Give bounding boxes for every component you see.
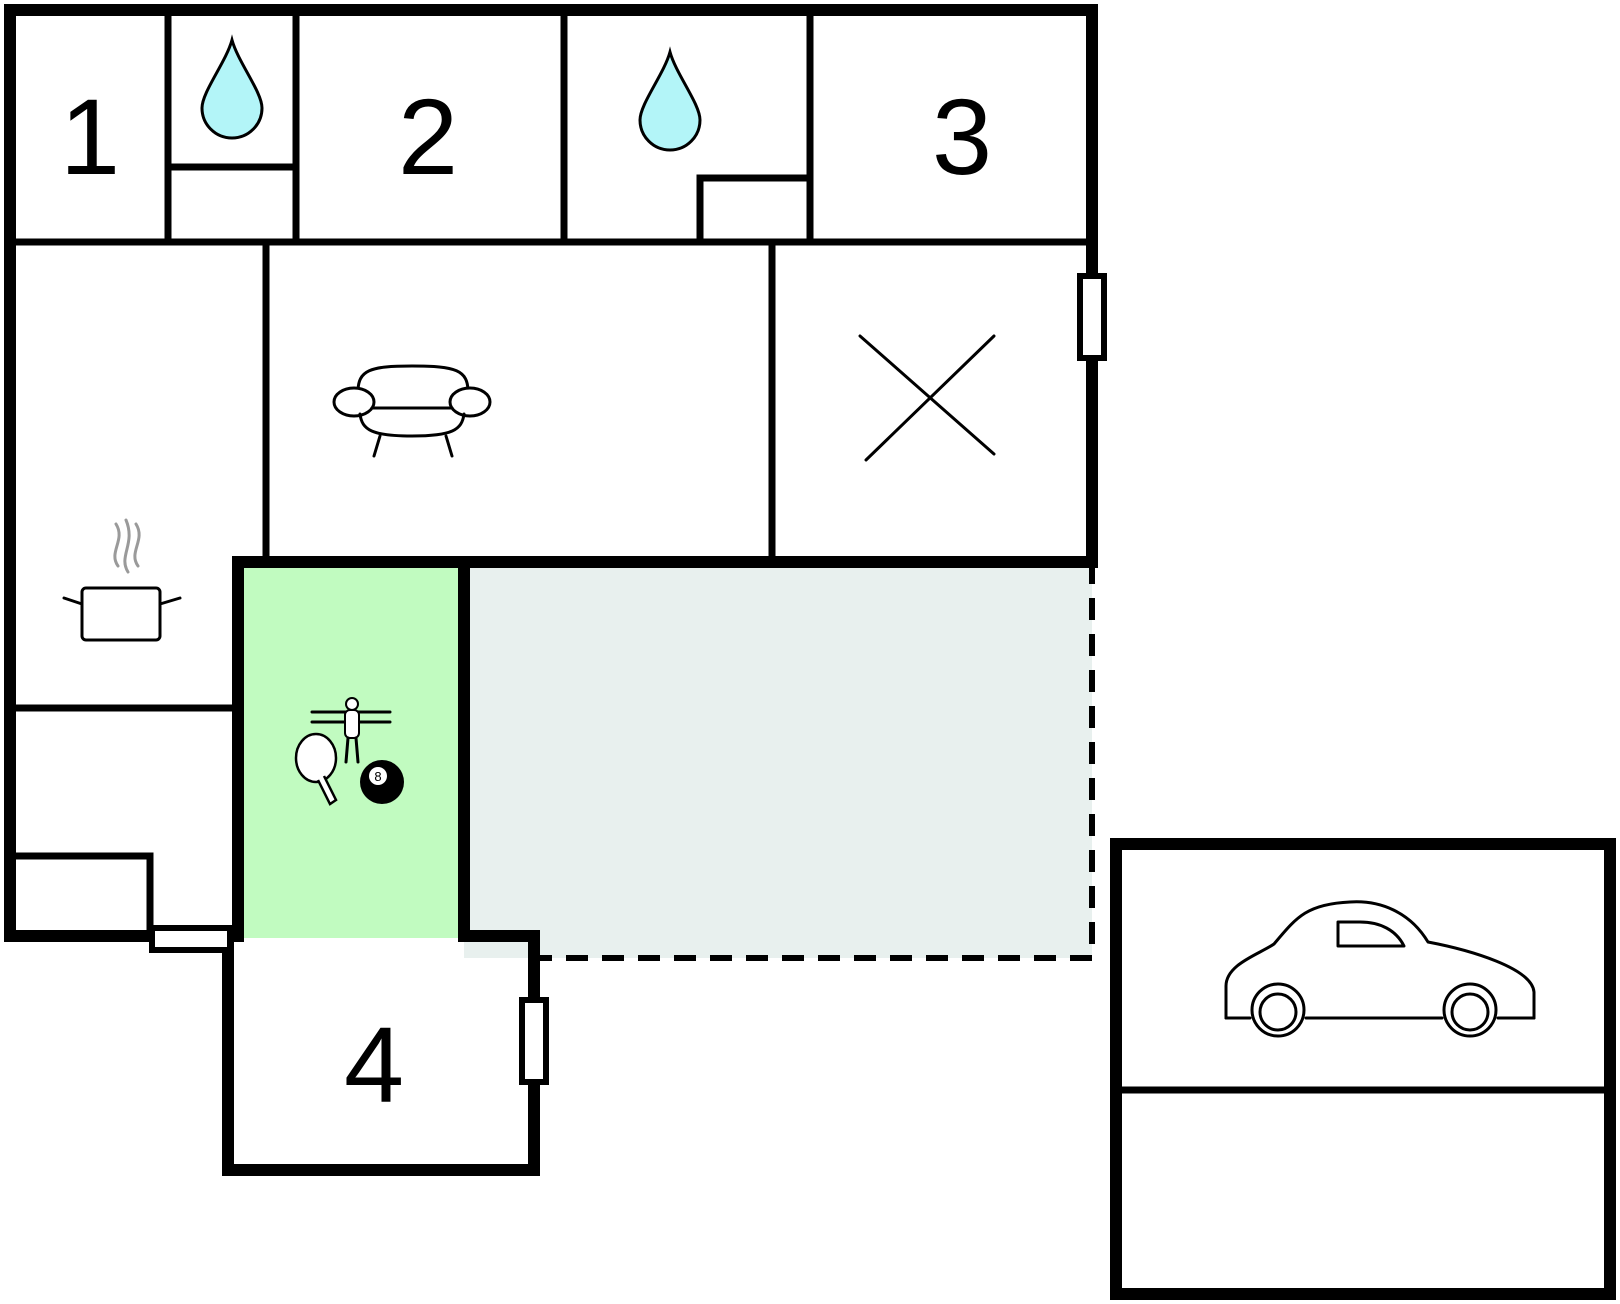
terrace-area [464, 562, 1092, 958]
billiard-ball-icon: 8 [360, 760, 404, 804]
water-drop-icon [638, 46, 702, 152]
sofa-icon [332, 364, 492, 458]
terrace-dashed-boundary [536, 562, 1095, 961]
games-room-area [238, 562, 464, 938]
cross-icon [858, 334, 996, 462]
room-label-4: 4 [344, 1004, 404, 1125]
window-markers [149, 273, 1107, 1085]
room-label-3: 3 [932, 76, 992, 197]
room-label-2: 2 [398, 76, 458, 197]
table-tennis-paddle-icon [294, 732, 338, 806]
water-drop-icon [200, 34, 264, 140]
garage [1110, 838, 1616, 1300]
table-football-icon [310, 697, 392, 764]
room-label-1: 1 [60, 76, 120, 197]
billiard-ball-number: 8 [374, 769, 381, 784]
car-icon [1224, 900, 1536, 1038]
interior-walls [6, 6, 1096, 940]
cooking-pot-icon [62, 518, 182, 642]
